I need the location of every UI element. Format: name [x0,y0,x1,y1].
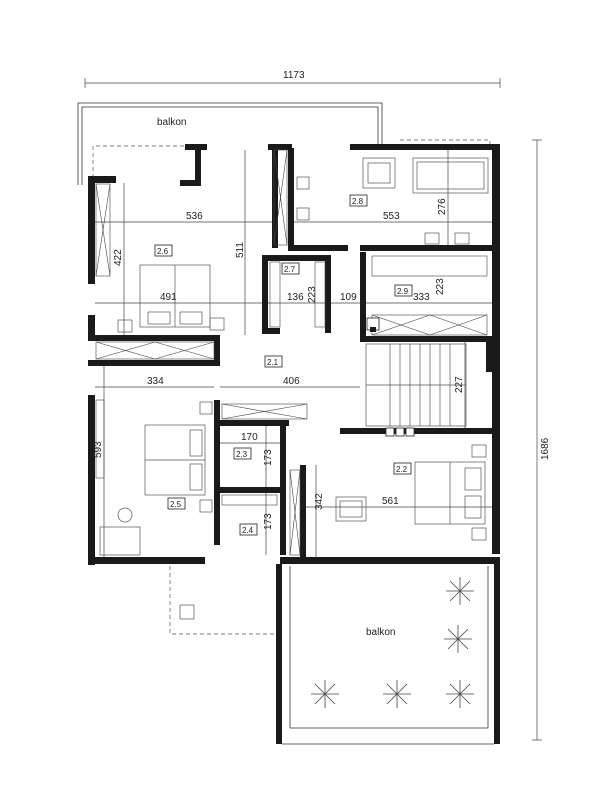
dim-label-136: 136 [287,292,304,303]
room-tag-2-3: 2.3 [236,450,248,459]
exterior-walls [88,144,500,565]
dim-label-170: 170 [241,432,258,443]
dim-label-333: 333 [413,292,430,303]
bathroom-fixtures [296,157,489,245]
room-tag-2-1: 2.1 [267,358,279,367]
bed-room-2-6 [117,264,225,333]
dim-label-227: 227 [454,376,465,393]
interior-walls [88,148,495,557]
bed-room-2-5 [99,401,213,556]
plant-icon [444,625,472,653]
room-tag-2-2: 2.2 [396,465,408,474]
plant-icon [311,680,339,708]
dim-label-334: 334 [147,376,164,387]
plant-icon [446,680,474,708]
balcony-bottom-label: balkon [366,627,395,638]
room-tags: 2.8 2.6 2.7 2.9 2.1 2.3 2.2 2.5 2.4 [154,194,413,536]
service-symbols [366,317,415,437]
dim-label-total-width: 1173 [283,70,305,81]
dim-label-536: 536 [186,211,203,222]
dim-label-511: 511 [235,242,246,258]
balcony-top-label: balkon [157,117,186,128]
room-tag-2-6: 2.6 [157,247,169,256]
staircase [365,343,467,427]
dim-label-173-a: 173 [263,449,274,466]
wardrobes [95,149,488,556]
plant-icons [311,577,474,708]
room-tag-2-7: 2.7 [284,265,296,274]
balcony-top-outline: balkon [77,102,383,185]
roof-line-top [92,145,190,178]
dim-label-109: 109 [340,292,357,303]
dim-label-561: 561 [382,496,399,507]
room-tag-2-4: 2.4 [242,526,254,535]
balcony-bottom-outline: balkon [169,564,500,745]
plant-icon [446,577,474,605]
dimension-total-width: 1173 [84,70,501,88]
dim-label-223-a: 223 [307,286,318,303]
bed-room-2-2 [335,444,487,541]
dim-label-593: 593 [93,441,104,458]
dim-label-276: 276 [437,198,448,215]
roof-line-top-right [400,139,491,150]
dim-label-223-b: 223 [435,278,446,295]
room-tag-2-8: 2.8 [352,197,364,206]
plant-icon [383,680,411,708]
dimension-total-depth: 1686 [532,139,551,741]
dim-label-total-depth: 1686 [540,437,551,460]
dim-label-491: 491 [160,292,177,303]
dim-label-406: 406 [283,376,300,387]
dim-label-553: 553 [383,211,400,222]
dim-label-173-b: 173 [263,513,274,530]
room-tag-2-9: 2.9 [397,287,409,296]
room-tag-2-5: 2.5 [170,500,182,509]
interior-dimensions: 536 553 276 511 422 491 136 223 109 333 … [93,150,492,557]
dim-label-422: 422 [113,249,124,266]
dim-label-342: 342 [314,493,325,510]
